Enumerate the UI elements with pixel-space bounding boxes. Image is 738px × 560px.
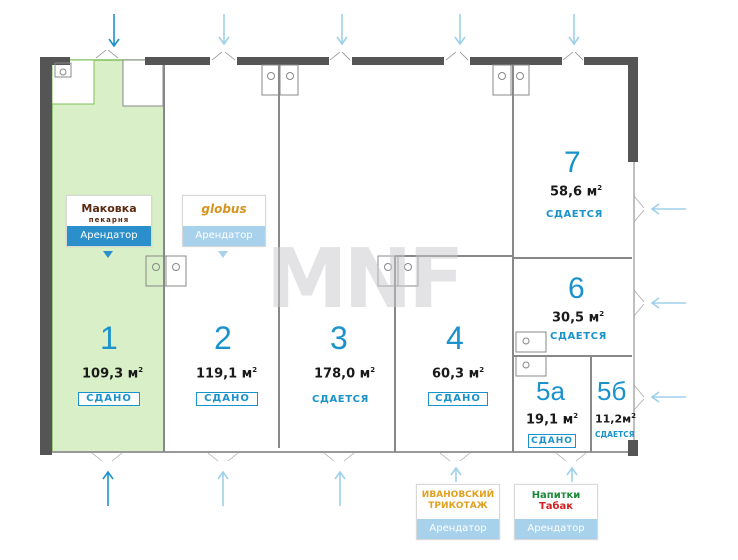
- entrance-arrow-south-2: [217, 470, 229, 506]
- tenant-card-globus: globus Арендатор: [182, 195, 266, 247]
- entrance-arrow-south-3: [334, 470, 346, 506]
- north-wall-5: [470, 57, 562, 65]
- entrance-arrow-3: [336, 14, 348, 46]
- unit-status-7: СДАЕТСЯ: [546, 209, 603, 220]
- east-wall-upper: [628, 57, 638, 162]
- tenant-caption: Арендатор: [183, 226, 265, 246]
- unit-area-7: 58,6 м2: [550, 184, 602, 199]
- unit-area-value: 178,0 м: [314, 366, 371, 382]
- unit-area-3: 178,0 м2: [314, 366, 375, 381]
- area-unit-sup: 2: [599, 310, 605, 318]
- corridor-cutout: [122, 59, 164, 107]
- unit-area-1: 109,3 м2: [82, 366, 143, 381]
- unit-area-value: 60,3 м: [432, 366, 480, 382]
- north-wall-1: [40, 57, 70, 65]
- entrance-arrow-5: [568, 14, 580, 46]
- napitki-logo-sub: Табак: [538, 501, 574, 512]
- unit-area-5a: 19,1 м2: [526, 412, 578, 427]
- area-unit-sup: 2: [597, 184, 603, 192]
- entrance-arrow-4: [454, 14, 466, 46]
- restroom-fixtures: [54, 62, 547, 377]
- entrance-arrow-1: [108, 14, 120, 48]
- area-unit-sup: 2: [252, 366, 258, 374]
- unit-area-value: 58,6 м: [550, 184, 598, 200]
- unit-number-6: 6: [568, 272, 585, 305]
- unit-status-5b: СДАЕТСЯ: [595, 430, 635, 439]
- north-wall-6: [584, 57, 638, 65]
- unit-status-1: СДАНО: [78, 392, 140, 406]
- entrance-arrow-south-5: [566, 466, 578, 482]
- napitki-logo: Напитки: [531, 490, 581, 501]
- makovka-logo: Маковка: [67, 202, 151, 215]
- unit-number-1: 1: [100, 320, 118, 356]
- unit-number-3: 3: [330, 320, 348, 356]
- area-unit-sup: 2: [631, 412, 637, 420]
- globus-logo: globus: [201, 202, 247, 216]
- unit-number-4: 4: [446, 320, 464, 356]
- entrance-arrow-south-1: [102, 470, 114, 506]
- unit-status-5a: СДАНО: [528, 434, 576, 448]
- unit-number-5a: 5а: [536, 376, 565, 406]
- unit-area-6: 30,5 м2: [552, 310, 604, 325]
- tenant-card-napitki: Напитки Табак Арендатор: [514, 484, 598, 540]
- north-wall-2: [145, 57, 210, 65]
- entrance-arrow-east-6: [650, 297, 686, 309]
- area-unit-sup: 2: [138, 366, 144, 374]
- area-unit-sup: 2: [370, 366, 376, 374]
- tenant-pointer-2: [218, 251, 228, 258]
- unit-area-value: 119,1 м: [196, 366, 253, 382]
- unit-area-value: 19,1 м: [526, 412, 574, 428]
- tenant-logo-text: Маковка: [81, 202, 137, 215]
- unit-area-value: 30,5 м: [552, 310, 600, 326]
- tenant-caption: Арендатор: [417, 519, 499, 539]
- entrance-arrow-east-5: [650, 391, 686, 403]
- tenant-caption: Арендатор: [515, 519, 597, 539]
- unit-area-5b: 11,2м2: [595, 412, 636, 426]
- north-wall-3: [237, 57, 329, 65]
- tenant-card-ivanovsky: ИВАНОВСКИЙ ТРИКОТАЖ Арендатор: [416, 484, 500, 540]
- entrance-arrow-east-7: [650, 203, 686, 215]
- north-wall-4: [352, 57, 444, 65]
- unit-number-7: 7: [564, 146, 581, 179]
- unit-area-4: 60,3 м2: [432, 366, 484, 381]
- entrance-arrow-2: [218, 14, 230, 46]
- entrance-arrow-south-4: [450, 466, 462, 482]
- ivanovsky-logo-sub: ТРИКОТАЖ: [428, 501, 488, 511]
- unit-status-2: СДАНО: [196, 392, 258, 406]
- west-wall: [40, 57, 52, 455]
- makovka-logo-sub: пекарня: [88, 216, 130, 224]
- east-wall-lower: [628, 440, 638, 456]
- unit-number-2: 2: [214, 320, 232, 356]
- unit-number-5b: 5б: [597, 376, 627, 406]
- unit-status-6: СДАЕТСЯ: [550, 331, 607, 342]
- watermark: MNF: [266, 232, 464, 327]
- ivanovsky-logo: ИВАНОВСКИЙ: [421, 490, 495, 500]
- area-unit-sup: 2: [479, 366, 485, 374]
- unit-1-restroom: [51, 59, 95, 105]
- unit-status-3: СДАЕТСЯ: [312, 394, 369, 405]
- unit-status-4: СДАНО: [428, 392, 488, 406]
- unit-area-value: 109,3 м: [82, 366, 139, 382]
- tenant-caption: Арендатор: [67, 226, 151, 246]
- unit-area-value: 11,2м: [595, 412, 632, 426]
- area-unit-sup: 2: [573, 412, 579, 420]
- tenant-card-makovka: Маковка пекарня Арендатор: [66, 195, 152, 247]
- tenant-pointer-1: [103, 251, 113, 258]
- unit-area-2: 119,1 м2: [196, 366, 257, 381]
